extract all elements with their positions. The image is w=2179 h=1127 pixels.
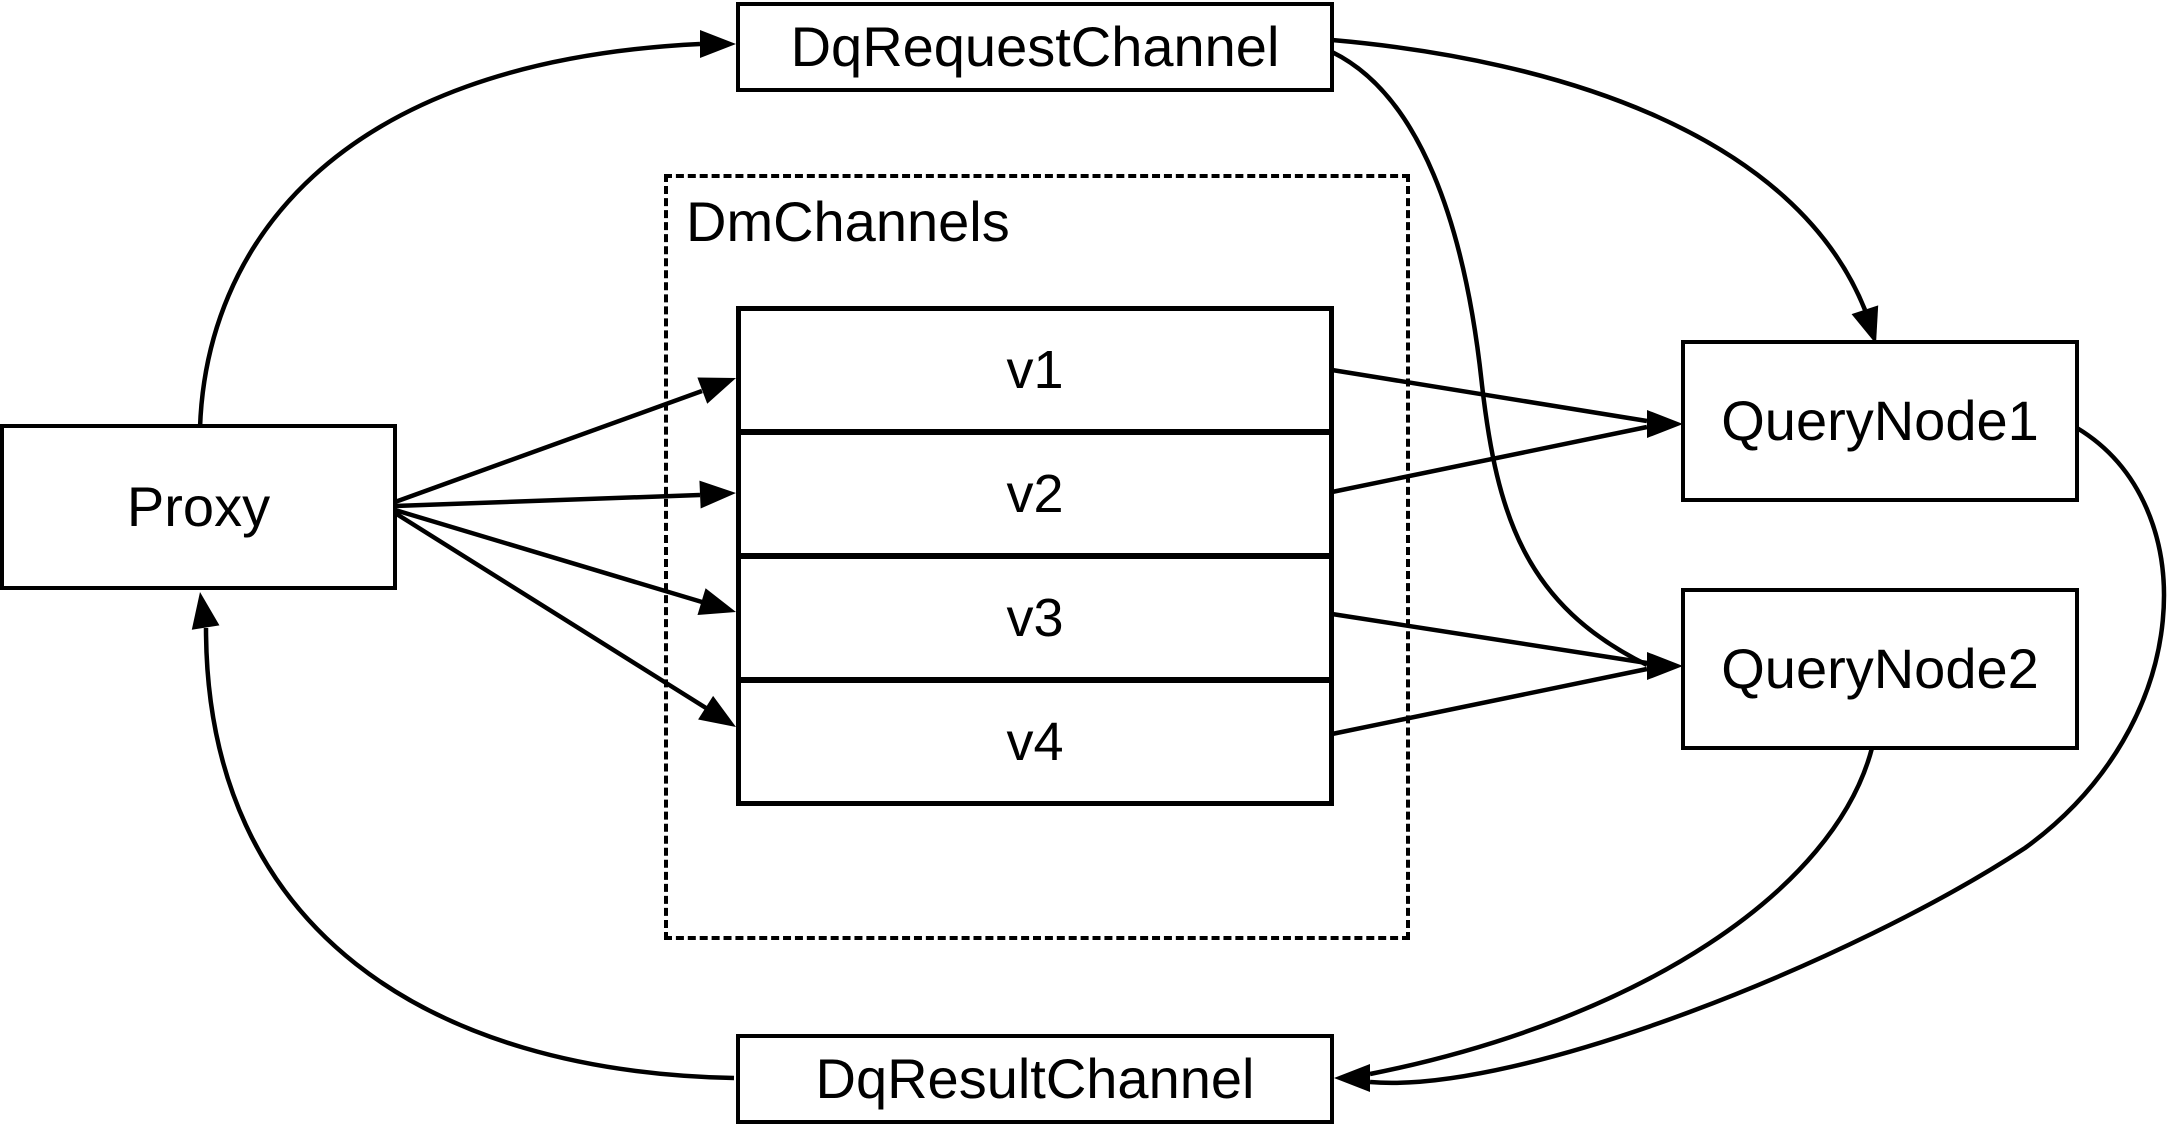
node-dqrequestchannel: DqRequestChannel	[736, 2, 1334, 92]
node-querynode1-label: QueryNode1	[1721, 389, 2039, 452]
arrowhead-into-querynode1-left	[1647, 410, 1683, 438]
node-dqresultchannel-label: DqResultChannel	[815, 1047, 1255, 1110]
edge-dqrequestchannel-to-querynode2	[1331, 49, 1648, 668]
node-proxy-label: Proxy	[126, 475, 271, 538]
arrowhead-into-dqrequestchannel	[700, 30, 736, 58]
edge-v3-to-querynode2	[1331, 611, 1648, 666]
dmchannels-label: DmChannels	[686, 190, 1010, 253]
edge-v1-to-querynode1	[1331, 367, 1648, 424]
arrowhead-into-proxy-bottom	[191, 592, 220, 630]
arrowhead-into-querynode1-top	[1851, 305, 1879, 344]
channel-row-v2: v2	[741, 429, 1329, 553]
node-querynode2-label: QueryNode2	[1721, 637, 2039, 700]
arrowhead-into-dqresultchannel	[1334, 1064, 1370, 1092]
node-dqresultchannel: DqResultChannel	[736, 1034, 1334, 1124]
edge-v2-to-querynode1	[1331, 424, 1648, 495]
node-querynode2: QueryNode2	[1681, 588, 2079, 750]
edge-v4-to-querynode2	[1331, 666, 1648, 737]
edge-querynode1-to-dqresultchannel	[1369, 426, 2167, 1086]
arrowhead-into-v3	[697, 588, 736, 615]
arrowhead-into-querynode2-left	[1647, 652, 1683, 680]
arrowhead-into-v4	[698, 695, 736, 727]
node-dqrequestchannel-label: DqRequestChannel	[790, 15, 1280, 78]
edge-querynode2-to-dqresultchannel	[1369, 747, 1875, 1077]
channel-row-v3: v3	[741, 553, 1329, 677]
node-proxy: Proxy	[0, 424, 397, 590]
edge-proxy-to-v3	[394, 507, 703, 605]
edge-dqrequestchannel-to-querynode1	[1331, 37, 1868, 311]
channel-row-v1: v1	[1006, 340, 1064, 400]
arrowhead-into-v2	[699, 480, 736, 509]
dmchannels-container: DmChannels	[664, 174, 1410, 940]
arrowhead-into-v1	[697, 377, 736, 404]
edge-proxy-to-v4	[393, 511, 708, 710]
edge-proxy-to-dqrequestchannel	[197, 41, 701, 429]
edge-proxy-to-v2	[394, 492, 701, 509]
edge-dqresultchannel-to-proxy	[203, 627, 735, 1081]
channel-row-v4: v4	[741, 677, 1329, 801]
edge-proxy-to-v1	[394, 388, 703, 505]
node-querynode1: QueryNode1	[1681, 340, 2079, 502]
